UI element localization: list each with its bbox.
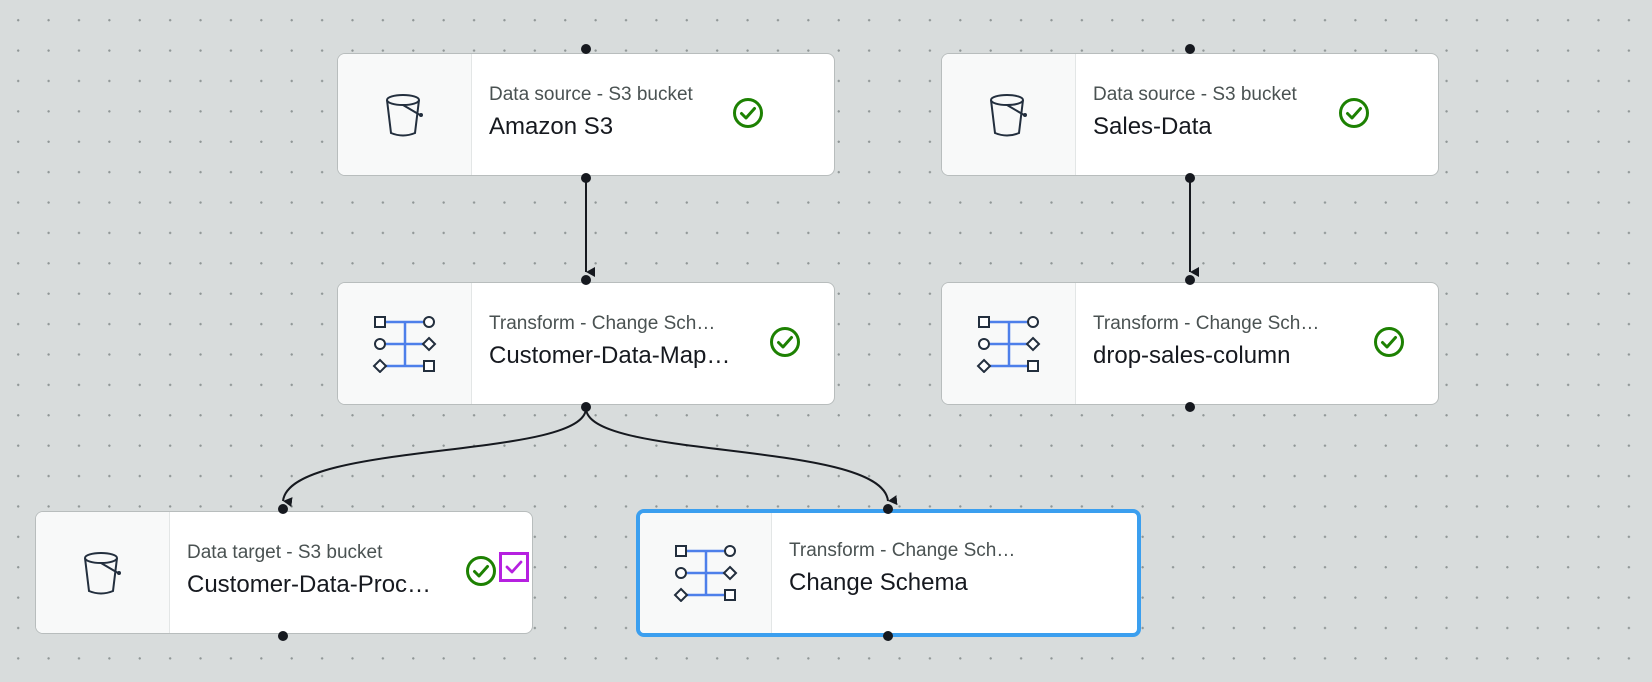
- node-change-schema[interactable]: Transform - Change Sch… Change Schema: [636, 509, 1141, 637]
- output-port[interactable]: [1185, 173, 1195, 183]
- node-type-label: Transform - Change Sch…: [789, 540, 1016, 561]
- node-drop-sales-column[interactable]: Transform - Change Sch… drop-sales-colum…: [941, 282, 1439, 405]
- output-port[interactable]: [278, 631, 288, 641]
- node-icon-container: [338, 283, 472, 404]
- node-icon-container: [942, 54, 1076, 175]
- node-select-checkbox[interactable]: [499, 552, 529, 582]
- change-schema-icon: [673, 545, 737, 602]
- node-name: Change Schema: [789, 569, 968, 596]
- edge-customer-data-map-to-customer-data-proc[interactable]: [282, 407, 587, 508]
- success-check-icon: [1374, 327, 1404, 357]
- input-port[interactable]: [581, 44, 591, 54]
- node-customer-data-proc[interactable]: Data target - S3 bucket Customer-Data-Pr…: [35, 511, 533, 634]
- success-check-icon: [770, 327, 800, 357]
- node-type-label: Transform - Change Sch…: [489, 313, 716, 334]
- node-icon-container: [640, 513, 772, 633]
- node-body: Data target - S3 bucket Customer-Data-Pr…: [170, 512, 532, 633]
- input-port[interactable]: [1185, 44, 1195, 54]
- success-check-icon: [733, 98, 763, 128]
- s3-bucket-icon: [989, 93, 1027, 136]
- node-body: Transform - Change Sch… Customer-Data-Ma…: [472, 283, 834, 404]
- node-name: Customer-Data-Map…: [489, 342, 731, 369]
- output-port[interactable]: [1185, 402, 1195, 412]
- node-type-label: Transform - Change Sch…: [1093, 313, 1320, 334]
- s3-bucket-icon: [83, 551, 121, 594]
- node-type-label: Data source - S3 bucket: [1093, 84, 1297, 105]
- node-body: Transform - Change Sch… Change Schema: [772, 513, 1137, 633]
- node-customer-data-map[interactable]: Transform - Change Sch… Customer-Data-Ma…: [337, 282, 835, 405]
- checkmark-icon: [505, 560, 523, 574]
- node-name: Amazon S3: [489, 113, 614, 140]
- output-port[interactable]: [581, 402, 591, 412]
- node-name: Customer-Data-Proc…: [187, 571, 432, 598]
- node-type-label: Data target - S3 bucket: [187, 542, 383, 563]
- success-check-icon: [466, 556, 496, 586]
- node-sales-data[interactable]: Data source - S3 bucket Sales-Data: [941, 53, 1439, 176]
- change-schema-icon: [372, 315, 436, 373]
- node-body: Data source - S3 bucket Amazon S3: [472, 54, 834, 175]
- output-port[interactable]: [883, 631, 893, 641]
- success-check-icon: [1339, 98, 1369, 128]
- input-port[interactable]: [278, 504, 288, 514]
- edge-customer-data-map-to-change-schema[interactable]: [585, 407, 898, 506]
- s3-bucket-icon: [385, 93, 423, 136]
- node-amazon-s3[interactable]: Data source - S3 bucket Amazon S3: [337, 53, 835, 176]
- input-port[interactable]: [883, 504, 893, 514]
- node-icon-container: [942, 283, 1076, 404]
- node-name: drop-sales-column: [1093, 342, 1291, 369]
- input-port[interactable]: [1185, 275, 1195, 285]
- change-schema-icon: [976, 315, 1040, 373]
- node-icon-container: [338, 54, 472, 175]
- node-name: Sales-Data: [1093, 113, 1212, 140]
- node-type-label: Data source - S3 bucket: [489, 84, 693, 105]
- node-body: Data source - S3 bucket Sales-Data: [1076, 54, 1438, 175]
- input-port[interactable]: [581, 275, 591, 285]
- node-icon-container: [36, 512, 170, 633]
- node-body: Transform - Change Sch… drop-sales-colum…: [1076, 283, 1438, 404]
- output-port[interactable]: [581, 173, 591, 183]
